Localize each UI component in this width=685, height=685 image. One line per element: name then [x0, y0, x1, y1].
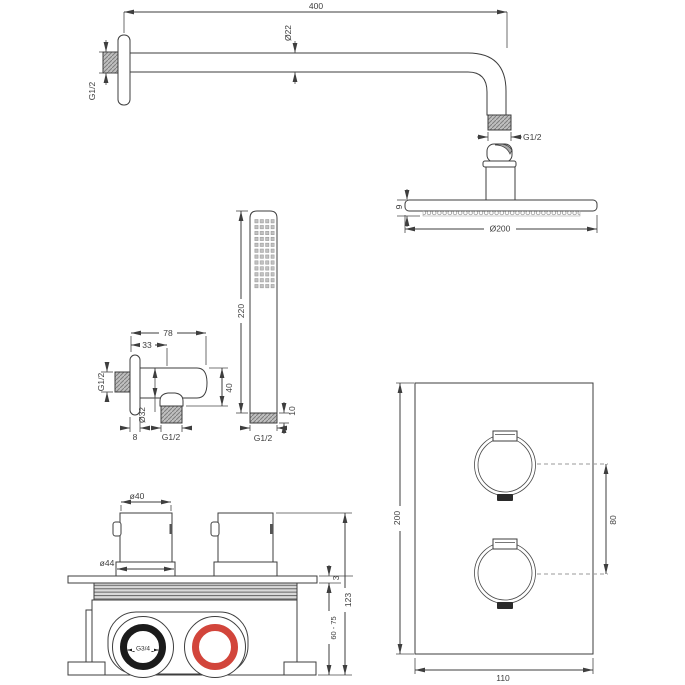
valve-right-foot [283, 661, 317, 676]
dim-label-elbow-outlet-thread: G1/2 [162, 432, 181, 442]
dim-label-elbow-width: 78 [163, 328, 173, 338]
dim-elbow-wall-thread: G1/2 [96, 362, 113, 402]
dim-label-handle-spacing: 80 [608, 515, 618, 525]
valve-side-clip [85, 609, 93, 664]
dim-elbow-outlet-thread: G1/2 [151, 425, 192, 442]
head-neck [485, 166, 516, 201]
dim-wall-thread: G1/2 [87, 40, 114, 100]
arm-thread-connector [487, 114, 512, 131]
dim-connector-height: 10 [279, 402, 297, 434]
wall-flange [117, 34, 131, 106]
valve-mounting-plate [67, 575, 318, 584]
left-knob [119, 512, 173, 563]
dim-hand-shower-thread: G1/2 [240, 425, 287, 443]
top-handle-indicator [497, 494, 513, 501]
elbow-outlet-dome [159, 392, 184, 407]
shower-head-nozzles [422, 210, 581, 217]
right-knob-tab [210, 521, 220, 537]
wall-thread-connector [102, 51, 119, 74]
dim-label-plate-thickness: 3 [331, 575, 341, 580]
dim-arm-diameter: Ø22 [283, 25, 298, 84]
dim-install-depth: 60 - 75 [323, 583, 338, 675]
dim-total-height: 123 [339, 513, 353, 675]
bottom-handle-indicator [497, 602, 513, 609]
dim-inlet-thread: G3/4 [127, 643, 159, 653]
overhead-shower-figure: 400 G1/2 Ø22 G1/2 [87, 1, 598, 234]
head-collar [482, 160, 517, 168]
valve-left-foot [67, 661, 106, 676]
dim-label-head-thread: G1/2 [523, 132, 542, 142]
wall-outlet-elbow-figure: 78 33 G1/2 Ø32 [96, 328, 234, 442]
shower-arm [125, 52, 507, 116]
dim-label-install-depth: 60 - 75 [329, 616, 338, 639]
elbow-flange [129, 354, 141, 416]
dim-head-diameter: Ø200 [404, 215, 598, 234]
valve-adjustment-ribs [93, 582, 298, 601]
dim-label-head-thickness: 9 [394, 204, 404, 209]
dim-knob-diameter: ø40 [120, 491, 172, 511]
dim-label-head-diameter: Ø200 [490, 224, 511, 234]
dim-label-elbow-wall-thread: G1/2 [96, 373, 106, 392]
dim-label-hand-shower-length: 220 [236, 304, 246, 318]
elbow-outlet-thread [160, 405, 183, 424]
dim-elbow-height: 40 [186, 367, 234, 407]
dim-label-total-height: 123 [343, 593, 353, 607]
dim-head-thickness: 9 [394, 189, 420, 227]
valve-body-figure: ø40 ø44 G3/4 [67, 491, 353, 678]
dim-label-elbow-height: 40 [224, 383, 234, 393]
dim-label-knob-base-diameter: ø44 [100, 558, 115, 568]
hand-shower-figure: 220 10 G1/2 [234, 210, 297, 443]
dim-label-hand-shower-thread: G1/2 [254, 433, 273, 443]
elbow-wall-thread [114, 371, 131, 393]
right-port-ring-red [192, 624, 238, 670]
dim-elbow-body-diameter: Ø32 [137, 368, 158, 423]
dim-elbow-width: 78 [130, 328, 207, 365]
dim-arm-length: 400 [123, 1, 508, 48]
dim-label-arm-diameter: Ø22 [283, 25, 293, 41]
dim-label-wall-thread: G1/2 [87, 82, 97, 101]
dim-label-arm-length: 400 [309, 1, 323, 11]
dim-handle-spacing: 80 [603, 464, 618, 574]
dim-label-connector-height: 10 [287, 406, 297, 416]
trim-plate [414, 382, 594, 655]
dim-flange-thickness: 8 [120, 417, 150, 442]
bottom-handle-tab [492, 538, 518, 550]
dim-plate-height: 200 [392, 382, 414, 655]
dim-label-knob-diameter: ø40 [130, 491, 145, 501]
dim-plate-width: 110 [414, 658, 594, 683]
shower-head [404, 199, 598, 212]
ball-joint-shading [494, 143, 513, 155]
dim-label-inlet-thread: G3/4 [136, 646, 150, 653]
dim-label-plate-width: 110 [496, 673, 510, 683]
dim-head-thread: G1/2 [477, 132, 542, 142]
dim-label-flange-thickness: 8 [133, 432, 138, 442]
dim-label-plate-height: 200 [392, 511, 402, 525]
top-handle-tab [492, 430, 518, 442]
trim-plate-figure: 200 110 80 [392, 382, 618, 683]
left-knob-tab [112, 521, 122, 537]
dim-outlet-offset: 33 [131, 340, 168, 366]
dim-knob-base-diameter: ø44 [100, 558, 174, 572]
hand-shower-spray-face [253, 219, 275, 289]
dim-hand-shower-length: 220 [234, 210, 248, 414]
right-knob-marker [270, 524, 273, 534]
left-knob-marker [169, 524, 173, 534]
right-knob [217, 512, 274, 563]
dim-label-outlet-offset: 33 [142, 340, 152, 350]
dim-label-elbow-body-diameter: Ø32 [137, 407, 147, 423]
hand-shower-connector [249, 412, 278, 424]
right-knob-base [213, 561, 278, 577]
